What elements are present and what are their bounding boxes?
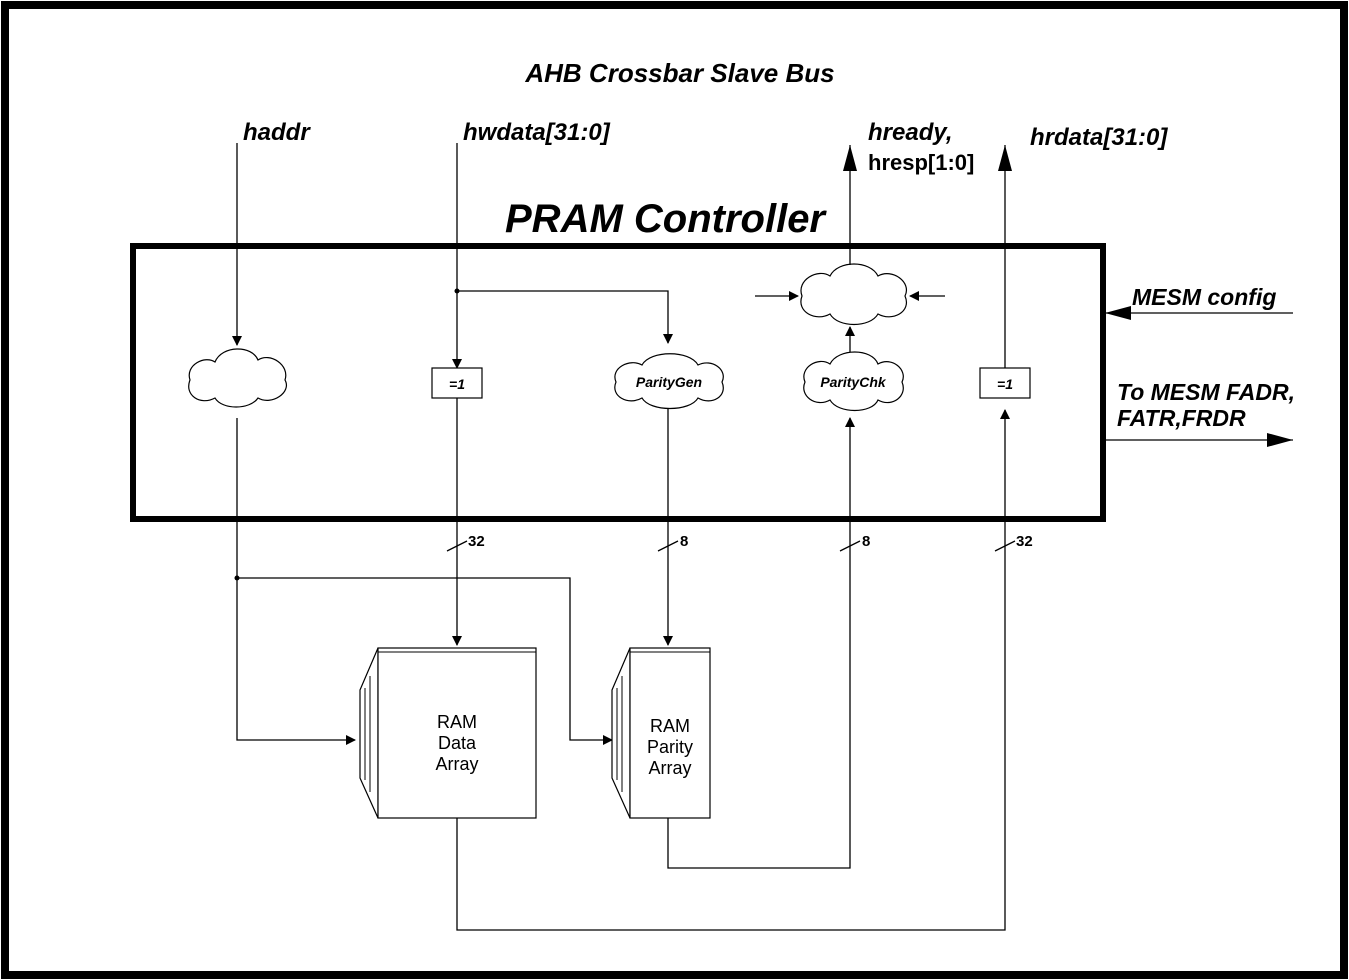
paritychk-label: ParityChk bbox=[820, 374, 887, 390]
mesm-out-label-1: To MESM FADR, bbox=[1117, 379, 1295, 405]
ram-parity-label-1: RAM bbox=[650, 716, 690, 736]
parity-read-slash bbox=[839, 540, 861, 552]
paritygen-cloud bbox=[614, 353, 724, 409]
paritychk-cloud bbox=[803, 351, 904, 411]
ram-data-label-2: Data bbox=[438, 733, 477, 753]
parity-read-bus bbox=[667, 417, 855, 869]
haddr-to-ram-parity bbox=[237, 577, 613, 745]
mesm-config-label: MESM config bbox=[1132, 284, 1276, 310]
hwdata-label: hwdata[31:0] bbox=[463, 119, 611, 146]
write-data-slash bbox=[446, 540, 468, 552]
read-inverter-box bbox=[979, 367, 1031, 399]
ram-parity-array bbox=[611, 647, 711, 819]
parity-write-width: 8 bbox=[680, 533, 688, 550]
mesm-out-label-2: FATR,FRDR bbox=[1117, 405, 1246, 431]
parity-write-slash bbox=[657, 540, 679, 552]
write-inverter-label: =1 bbox=[449, 376, 465, 392]
hrdata-label: hrdata[31:0] bbox=[1030, 124, 1168, 151]
ram-data-label-1: RAM bbox=[437, 712, 477, 732]
hready-label: hready, bbox=[868, 119, 952, 146]
ram-data-array bbox=[359, 647, 537, 819]
controller-box bbox=[130, 243, 1106, 522]
ram-data-label-3: Array bbox=[435, 754, 478, 774]
ram-parity-label-2: Parity bbox=[647, 737, 693, 757]
hresp-logic-cloud bbox=[800, 263, 908, 325]
haddr-decode-cloud bbox=[188, 348, 288, 408]
ram-parity-label-3: Array bbox=[648, 758, 691, 778]
haddr-to-ram-data bbox=[236, 418, 356, 745]
read-data-width: 32 bbox=[1016, 533, 1033, 550]
haddr-label: haddr bbox=[243, 119, 311, 146]
read-data-bus bbox=[456, 409, 1010, 931]
write-data-width: 32 bbox=[468, 533, 485, 550]
write-inverter-box bbox=[431, 367, 483, 399]
haddr-junction bbox=[234, 575, 240, 581]
hwdata-to-paritygen bbox=[457, 290, 673, 344]
read-data-slash bbox=[994, 540, 1016, 552]
paritygen-label: ParityGen bbox=[636, 374, 702, 390]
hresp-label: hresp[1:0] bbox=[868, 150, 974, 175]
bus-title: AHB Crossbar Slave Bus bbox=[524, 58, 834, 88]
controller-title: PRAM Controller bbox=[505, 197, 827, 241]
read-inverter-label: =1 bbox=[997, 376, 1013, 392]
parity-read-width: 8 bbox=[862, 533, 870, 550]
